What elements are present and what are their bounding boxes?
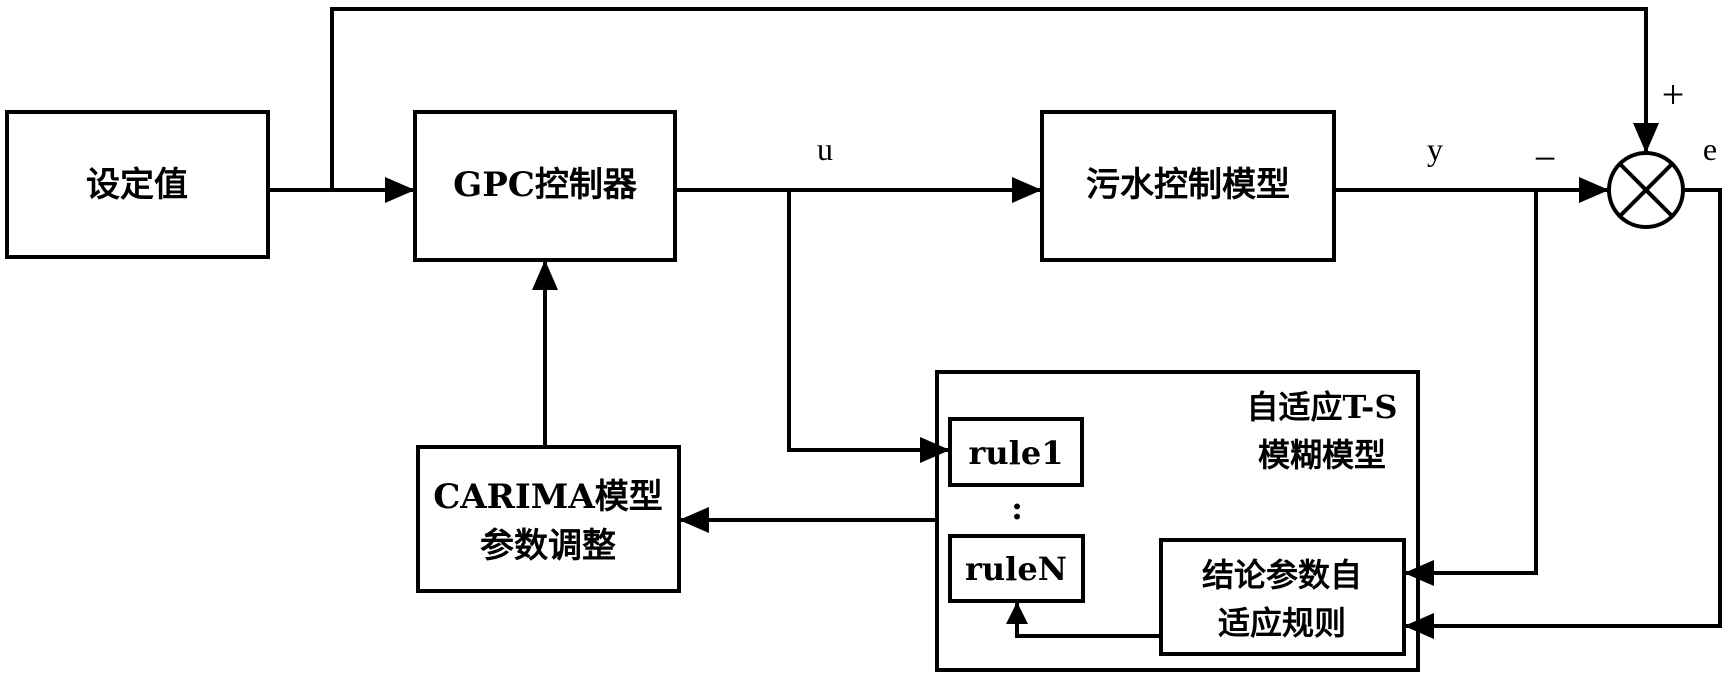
- wire-u-to-rule1: [787, 188, 950, 463]
- adaptive-rule-line2: 适应规则: [1218, 604, 1346, 642]
- wire-setpoint-to-sum-plus: [330, 7, 1659, 192]
- ruleN-label: ruleN: [965, 550, 1067, 588]
- plus-sign-label: +: [1662, 72, 1685, 117]
- signal-e-label: e: [1703, 131, 1717, 167]
- carima-adjust-block: CARIMA模型 参数调整: [416, 445, 681, 593]
- wire-adaptive-to-ruleN: [1006, 602, 1163, 638]
- adaptive-rule-box: 结论参数自 适应规则: [1159, 538, 1406, 656]
- rule1-box: rule1: [948, 417, 1084, 487]
- minus-sign-label: −: [1534, 136, 1557, 181]
- ts-title-line1: 自适应T-S: [1247, 388, 1398, 426]
- summing-junction: [1607, 151, 1685, 229]
- plant-model-block: 污水控制模型: [1040, 110, 1336, 262]
- ts-title-line2: 模糊模型: [1258, 436, 1386, 474]
- wire-y-to-adaptive: [1404, 188, 1538, 586]
- setpoint-label: 设定值: [86, 165, 188, 205]
- adaptive-rule-line1: 结论参数自: [1202, 556, 1362, 594]
- plant-model-label: 污水控制模型: [1086, 165, 1290, 205]
- signal-y-label: y: [1427, 131, 1443, 167]
- rule1-label: rule1: [969, 434, 1064, 472]
- gpc-controller-label: GPC控制器: [453, 165, 638, 205]
- setpoint-block: 设定值: [5, 110, 270, 259]
- carima-label-line2: 参数调整: [480, 526, 616, 566]
- wire-e-to-adaptive: [1404, 188, 1722, 639]
- ts-fuzzy-model-block: 自适应T-S 模糊模型 rule1 : ruleN 结论参数自 适应规则: [935, 370, 1420, 672]
- ruleN-box: ruleN: [948, 534, 1085, 603]
- signal-u-label: u: [817, 131, 833, 167]
- rule-ellipsis: :: [1011, 489, 1023, 527]
- gpc-controller-block: GPC控制器: [413, 110, 677, 262]
- carima-label-line1: CARIMA模型: [433, 477, 663, 517]
